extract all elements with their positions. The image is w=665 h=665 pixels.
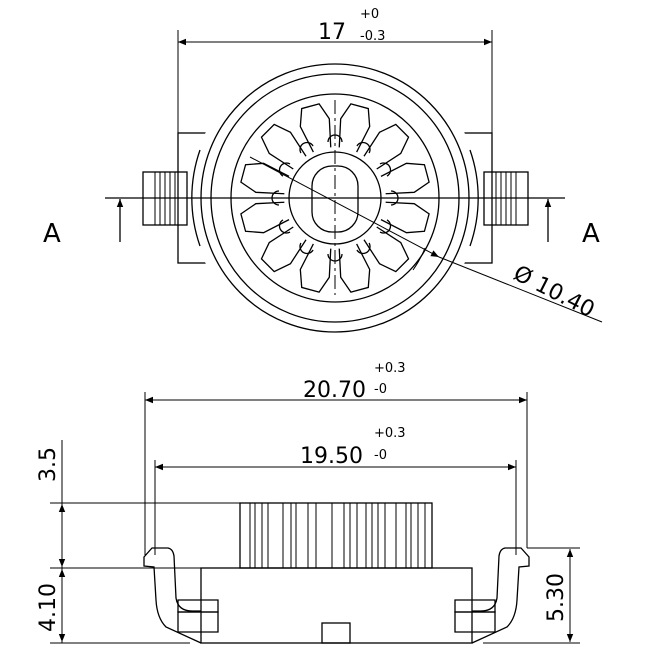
total-height-value: 5.30 [544,573,569,622]
diameter-leader-tail [438,256,603,323]
diameter-dim-value: Ø 10.40 [509,261,598,323]
top-view: 17 +0 -0.3 A [43,7,603,343]
contact-slot [356,242,371,255]
contact-slot [379,219,392,234]
section-label-left: A [43,219,61,249]
contact-tooth [240,162,290,195]
outer-width-tol-lower: -0 [374,382,387,397]
contact-tooth [363,123,410,170]
contact-tooth [380,201,430,234]
contact-tooth [363,226,410,273]
contact-slot [299,141,314,154]
outer-width-value: 20.70 [303,378,366,403]
gear-height-value: 3.5 [36,447,61,482]
width-dim-tol-upper: +0 [360,7,379,22]
diameter-arc-mark [412,247,426,271]
contact-tooth [338,103,371,153]
contact-slot [379,162,392,177]
contact-slot [299,242,314,255]
contact-star [240,103,430,293]
inner-width-tol-upper: +0.3 [374,426,406,441]
contact-slot [356,141,371,154]
side-view: 20.70 +0.3 -0 19.50 +0.3 -0 [36,361,580,644]
contact-tooth [299,103,332,153]
contact-slot [278,219,291,234]
gear-ridges [249,503,426,568]
section-label-right: A [582,219,600,249]
contact-tooth [260,123,307,170]
contact-tooth [338,243,371,293]
gear-profile [239,502,433,569]
contact-tooth [299,243,332,293]
inner-width-tol-lower: -0 [374,448,387,463]
body-height-value: 4.10 [36,583,61,632]
contact-slot [278,162,291,177]
contact-tooth [380,162,430,195]
width-dim-tol-lower: -0.3 [360,29,385,44]
contact-tooth [260,226,307,273]
base-body [200,567,473,644]
contact-tooth [240,201,290,234]
bottom-notch [321,622,351,644]
right-latch-clip [454,547,530,644]
width-dim-value: 17 [318,20,346,45]
inner-width-value: 19.50 [300,444,363,469]
outer-width-tol-upper: +0.3 [374,361,406,376]
left-latch-clip [143,547,219,644]
diameter-leader [249,156,440,258]
